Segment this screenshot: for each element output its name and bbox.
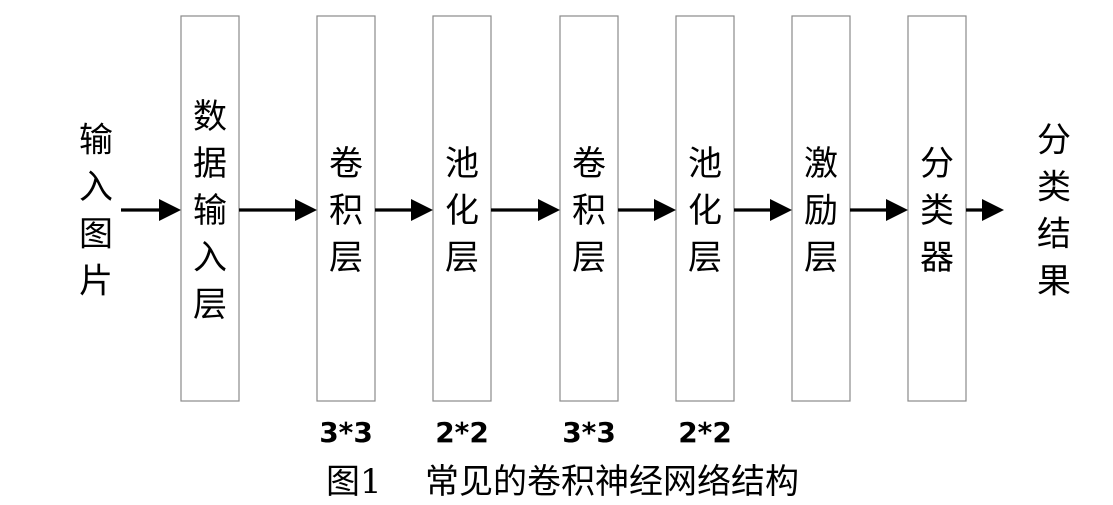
pool-layer-1-box <box>432 15 492 402</box>
kernel-size-labels: 3*3 2*2 3*3 2*2 <box>319 416 732 449</box>
pool-layer-2-box <box>675 15 735 402</box>
classifier-box <box>907 15 967 402</box>
activation-layer-label: 激励层 <box>804 144 838 278</box>
conv-layer-2-kernel-size: 3*3 <box>562 416 616 449</box>
flow-arrows <box>121 199 1004 221</box>
layer-labels: 数据输入层 卷积层 池化层 卷积层 池化层 激励层 分类器 <box>193 97 954 325</box>
arrow-head-8 <box>982 199 1004 221</box>
arrow-head-6 <box>770 199 792 221</box>
conv-layer-1-box <box>316 15 376 402</box>
classifier-label: 分类器 <box>920 144 954 278</box>
conv-layer-2-box <box>559 15 619 402</box>
output-result-label: 分类结果 <box>1037 121 1071 302</box>
pool-layer-1-kernel-size: 2*2 <box>435 416 489 449</box>
figure-number: 图1 <box>326 462 382 502</box>
pool-layer-2-kernel-size: 2*2 <box>678 416 732 449</box>
data-input-layer-label: 数据输入层 <box>193 97 227 325</box>
input-image-label: 输入图片 <box>79 121 113 302</box>
conv-layer-1-label: 卷积层 <box>329 144 363 278</box>
pool-layer-2-label: 池化层 <box>688 144 722 278</box>
data-input-layer-box <box>180 15 240 402</box>
pool-layer-1-label: 池化层 <box>445 144 479 278</box>
arrow-head-5 <box>654 199 676 221</box>
arrow-head-7 <box>886 199 908 221</box>
activation-layer-box <box>791 15 851 402</box>
figure-caption: 常见的卷积神经网络结构 <box>425 462 799 502</box>
layer-boxes <box>180 15 967 402</box>
arrow-head-2 <box>295 199 317 221</box>
conv-layer-2-label: 卷积层 <box>572 144 606 278</box>
arrow-head-4 <box>538 199 560 221</box>
arrow-head-3 <box>411 199 433 221</box>
conv-layer-1-kernel-size: 3*3 <box>319 416 373 449</box>
arrow-head-1 <box>159 199 181 221</box>
